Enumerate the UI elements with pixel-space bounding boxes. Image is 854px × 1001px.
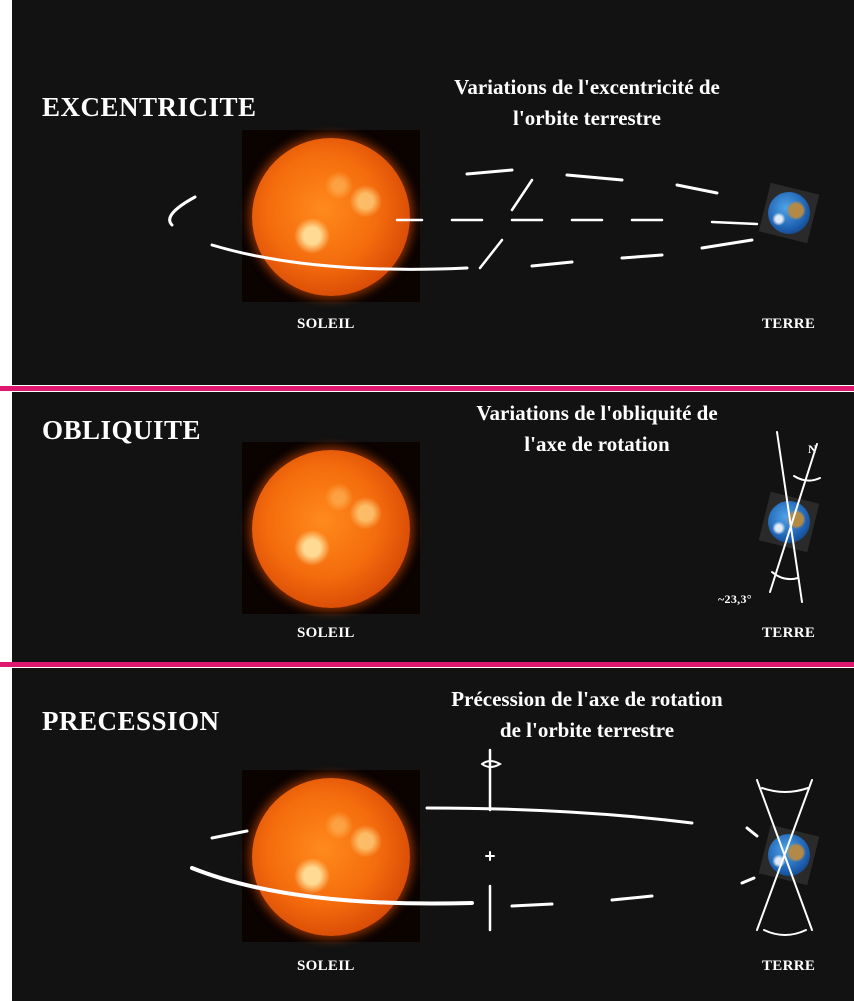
precession-cone [756, 779, 813, 931]
cone-bottom-arc [763, 929, 807, 936]
orbit-arc-back [425, 806, 694, 825]
eccentricity-title: EXCENTRICITE [42, 92, 257, 122]
eccentricity-panel: EXCENTRICITE Variations de l'excentricit… [12, 0, 854, 385]
eccentricity-earth-label: TERRE [762, 316, 816, 332]
sun-disc [252, 778, 410, 936]
cone-top-arc [761, 787, 809, 793]
bottom-angle-arc [771, 571, 799, 581]
orbit-arc-front [210, 243, 469, 271]
precession-caption: Précession de l'axe de rotation de l'orb… [451, 687, 723, 742]
panel-divider-1 [0, 386, 854, 391]
sun-earth-axis-dashes [395, 218, 759, 226]
precession-panel: PRECESSION Précession de l'axe de rotati… [12, 668, 854, 1001]
rotation-arrow-icon [481, 760, 502, 768]
precession-orbit [190, 748, 813, 936]
sun-image [242, 770, 420, 942]
panel-divider-2 [0, 662, 854, 667]
eccentricity-orbits [168, 168, 759, 271]
orbit-end-dashes [740, 826, 759, 885]
obliquity-title: OBLIQUITE [42, 415, 202, 445]
tilted-axis [769, 443, 818, 593]
eccentricity-caption: Variations de l'excentricité de l'orbite… [454, 75, 720, 130]
eccentricity-sun-label: SOLEIL [297, 316, 355, 332]
sun-image [242, 442, 420, 614]
sun-disc [252, 450, 410, 608]
orbit-arc-left [168, 195, 197, 227]
obliquity-sun-label: SOLEIL [297, 625, 355, 641]
orbit-arc-front [190, 866, 474, 906]
obliquity-panel: OBLIQUITE Variations de l'obliquité de l… [12, 392, 854, 662]
center-cross [485, 851, 495, 861]
obliquity-angle-label: ~23,3° [718, 592, 752, 606]
north-label: N [808, 442, 817, 456]
obliquity-earth-label: TERRE [762, 625, 816, 641]
outer-orbit-dashes-top [465, 168, 719, 195]
vertical-axis [776, 431, 803, 603]
top-angle-arc [793, 475, 821, 482]
outer-orbit-dashes-bottom [530, 238, 754, 268]
obliquity-axes [769, 431, 821, 603]
orbit-front-dashes [510, 894, 654, 908]
obliquity-caption: Variations de l'obliquité de l'axe de ro… [476, 401, 718, 456]
orbit-connector-dashes [478, 178, 534, 270]
precession-earth-label: TERRE [762, 958, 816, 974]
precession-title: PRECESSION [42, 706, 220, 736]
orbit-arc-left [210, 829, 249, 840]
precession-sun-label: SOLEIL [297, 958, 355, 974]
